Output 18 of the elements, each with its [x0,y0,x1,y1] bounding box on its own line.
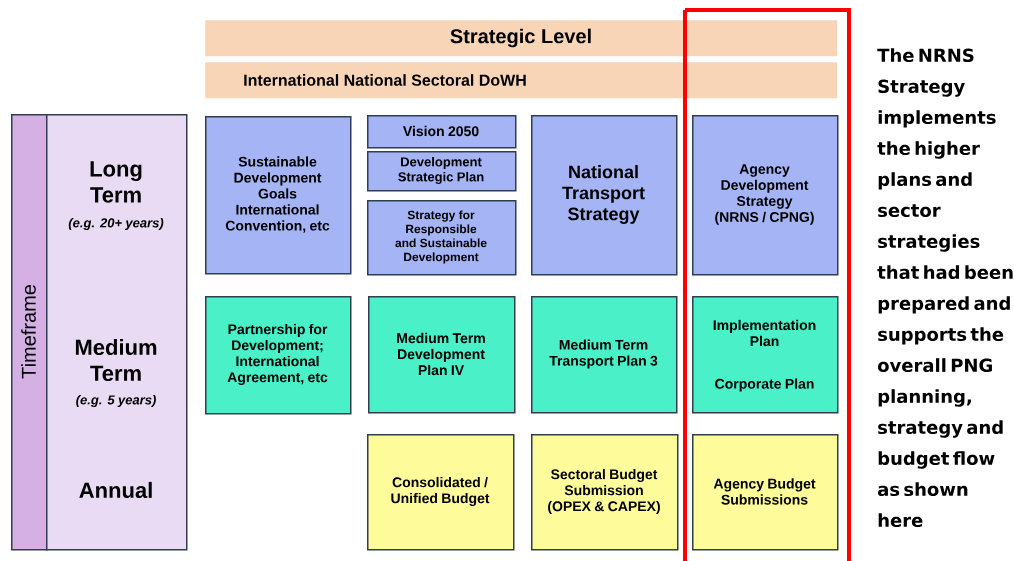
plan-box: Sectoral Budget Submission (OPEX & CAPEX) [531,434,679,551]
plan-box: Implementation Plan Corporate Plan [692,296,839,414]
note-text: The NRNS Strategy implements the higher plans and sector strategies that had been prepared and supports the overall PNG planning, strategy and budget flow as shown here [877,48,1013,528]
plan-box: Development Strategic Plan [367,151,517,192]
timeframe-bar: Timeframe [11,114,48,551]
level-band: Strategic Level [205,20,838,57]
plan-box: National Transport Strategy [531,115,678,276]
plan-box: Medium Term Development Plan IV [368,296,516,414]
level-band: International National Sectoral DoWH [205,62,838,99]
plan-box: Agency Budget Submissions [692,434,839,551]
plan-box: Vision 2050 [367,115,517,149]
timeframe-panel: Long Term (e.g. 20+ years) Medium Term (e.g. 5 years) Annual [46,114,188,551]
plan-box: Medium Term Transport Plan 3 [531,296,678,414]
plan-box: Agency Development Strategy (NRNS / CPNG) [692,115,839,276]
plan-box: Partnership for Development; International Agreement, etc [205,296,352,415]
plan-box: Sustainable Development Goals International Convention, etc [205,116,352,275]
plan-box: Consolidated / Unified Budget [367,434,515,551]
plan-box: Strategy for Responsible and Sustainable Development [367,200,517,276]
